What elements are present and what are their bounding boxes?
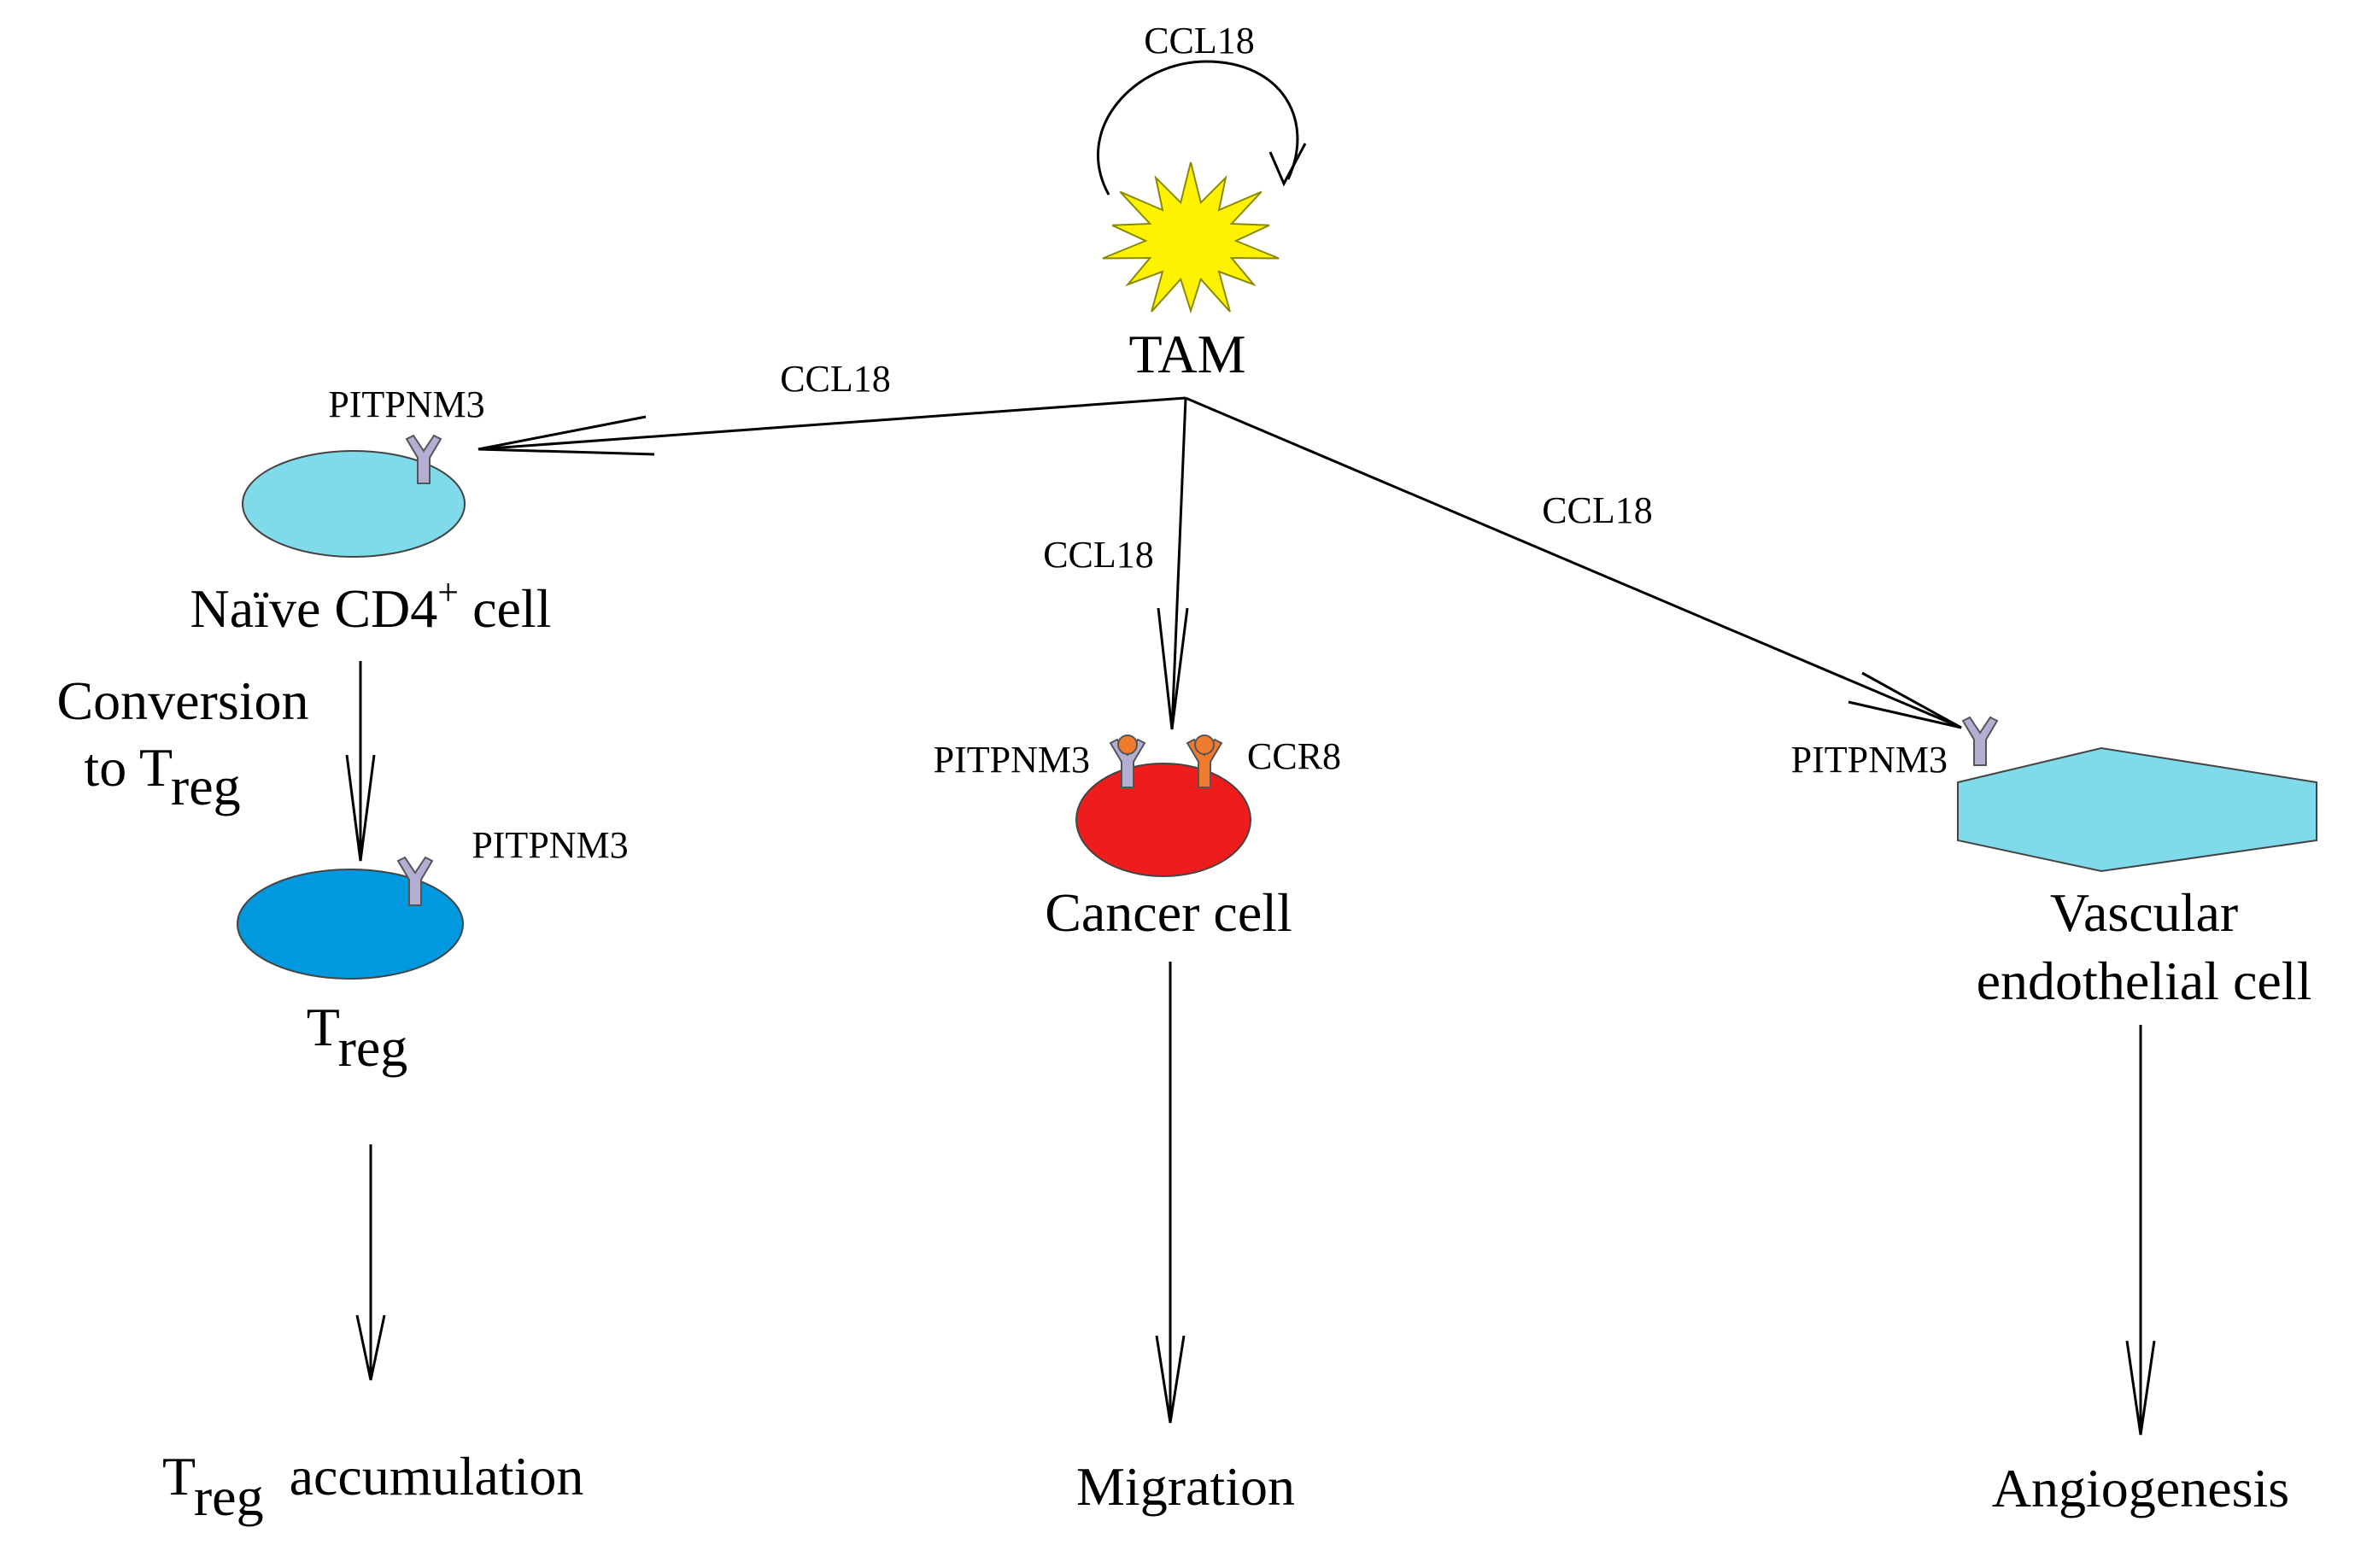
- pitpnm3-ligand-cancer: [1117, 734, 1138, 755]
- receptor-shape: [396, 856, 434, 906]
- tam-label: TAM: [1128, 324, 1245, 384]
- endothelial-label-line1: Vascular: [2050, 882, 2238, 943]
- treg-label: Treg: [307, 997, 408, 1078]
- treg-cell: [237, 869, 464, 980]
- autocrine-loop-arrow: [1097, 60, 1299, 196]
- ccl18-to-endothelial-label: CCL18: [1542, 489, 1653, 531]
- conversion-line1: Conversion: [56, 670, 308, 731]
- receptor-shape: [405, 434, 442, 484]
- cancer-cell-label: Cancer cell: [1045, 882, 1292, 943]
- arrowhead-migration: [1155, 1335, 1186, 1424]
- arrow-tam-to-endothelial: [1185, 396, 1962, 729]
- arrowhead-endothelial: [1848, 671, 1962, 729]
- arrowhead-cancer: [1157, 607, 1189, 730]
- ccl18-ligand-dot: [1194, 734, 1215, 755]
- autocrine-loop-arrowhead: [1268, 143, 1307, 187]
- receptor-shape: [1961, 716, 1999, 766]
- pitpnm3-receptor-treg: [396, 856, 434, 906]
- arrowhead-conversion: [345, 754, 376, 862]
- pitpnm3-receptor-naive: [405, 434, 442, 484]
- pitpnm3-endothelial-label: PITPNM3: [1791, 739, 1948, 781]
- ccl18-ligand-dot: [1117, 734, 1138, 755]
- ccl18-autocrine-label: CCL18: [1144, 20, 1255, 61]
- vascular-endothelial-cell: [1957, 746, 2317, 873]
- pitpnm3-receptor-endothelial: [1961, 716, 1999, 766]
- arrowhead-treg-accumulation: [355, 1314, 386, 1381]
- naive-cd4-cell: [242, 450, 466, 558]
- arrowhead-naive: [477, 415, 655, 456]
- arrowhead-angiogenesis: [2125, 1340, 2156, 1436]
- cancer-cell: [1075, 763, 1251, 877]
- outcome-migration: Migration: [1076, 1456, 1295, 1517]
- pitpnm3-naive-label: PITPNM3: [328, 383, 484, 425]
- arrow-tam-to-cancer: [1170, 397, 1187, 730]
- ccr8-ligand-cancer: [1194, 734, 1215, 755]
- ccr8-cancer-label: CCR8: [1247, 735, 1341, 777]
- endothelial-label-line2: endothelial cell: [1977, 951, 2312, 1011]
- arrow-tam-to-naive: [477, 396, 1186, 451]
- ccl18-to-naive-label: CCL18: [780, 358, 891, 400]
- outcome-angiogenesis: Angiogenesis: [1992, 1458, 2289, 1518]
- conversion-line2: to Treg: [84, 737, 240, 816]
- naive-cell-label: Naïve CD4+ cell: [190, 571, 552, 639]
- ccl18-to-cancer-label: CCL18: [1043, 534, 1154, 576]
- tam-macrophage: [1102, 161, 1280, 314]
- pitpnm3-treg-label: PITPNM3: [472, 824, 628, 866]
- pitpnm3-cancer-label: PITPNM3: [934, 739, 1090, 781]
